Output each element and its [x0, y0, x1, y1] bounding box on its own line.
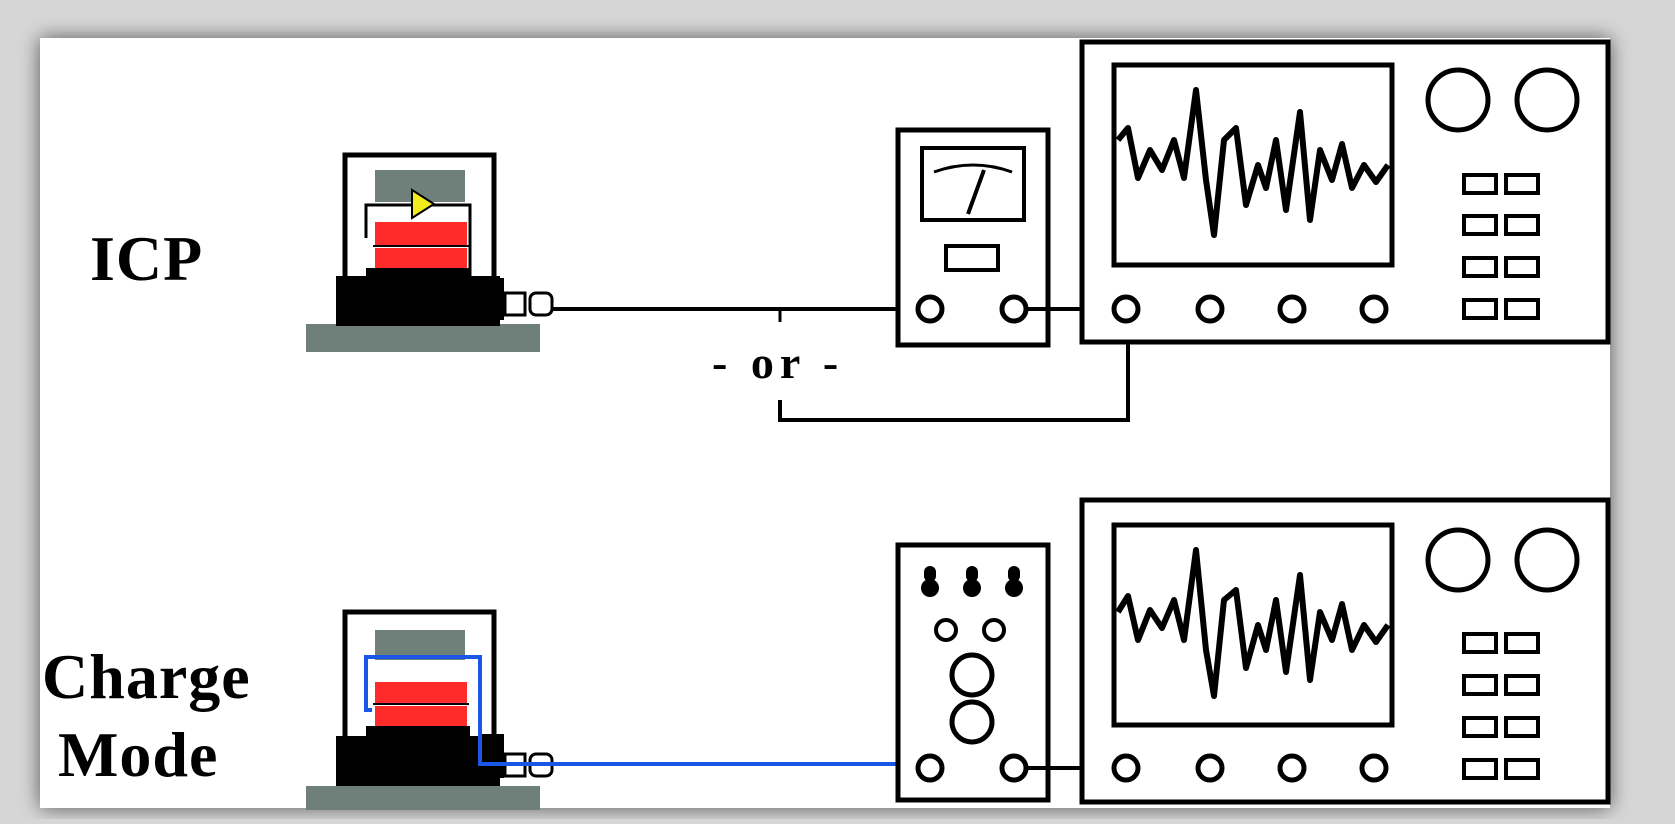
scope-jack-2	[1195, 294, 1225, 324]
charge-connector-block	[482, 734, 504, 778]
scope-jack-4	[1359, 294, 1389, 324]
charge-amp-knob-large-1	[949, 652, 995, 698]
charge-sensor-crystal-top	[375, 682, 467, 704]
scope-jack-4	[1359, 753, 1389, 783]
scope-button-grid	[1462, 632, 1540, 780]
charge-amp-knob-small-1	[934, 618, 958, 642]
oscilloscope-bottom	[1079, 497, 1611, 805]
icp-amplifier-triangle	[411, 188, 436, 220]
scope-button-grid	[1462, 173, 1540, 320]
scope-jack-2	[1195, 753, 1225, 783]
icp-internal-circuit	[364, 203, 498, 304]
oscilloscope-top	[1079, 39, 1611, 345]
scope-input-jack	[1111, 294, 1141, 324]
scope-jack-3	[1277, 753, 1307, 783]
charge-amp-output-jack	[999, 753, 1029, 783]
scope-knob-2	[1514, 527, 1580, 593]
scope-knob-1	[1425, 67, 1491, 133]
charge-amp-knob-small-2	[982, 618, 1006, 642]
icp-label: ICP	[90, 223, 204, 294]
meter-needle	[966, 169, 986, 215]
oscilloscope-screen	[1111, 522, 1395, 728]
conditioner-input-jack	[915, 294, 945, 324]
charge-sensor-base	[306, 786, 540, 810]
charge-sensor-housing	[336, 736, 500, 786]
scope-jack-3	[1277, 294, 1307, 324]
icp-sensor	[306, 152, 554, 352]
charge-label: Charge	[42, 641, 251, 712]
charge-amp-input-jack	[915, 753, 945, 783]
scope-input-jack	[1111, 753, 1141, 783]
or-label: - or -	[712, 337, 845, 388]
meter-scale	[933, 163, 1013, 174]
icp-sensor-crystal-top	[375, 222, 467, 246]
charge-blue-loop	[364, 655, 920, 766]
icp-connector-nut-2	[528, 291, 554, 317]
mode-label: Mode	[58, 719, 219, 790]
scope-knob-2	[1514, 67, 1580, 133]
or-bypass-cable	[778, 309, 1130, 422]
charge-amplifier	[895, 542, 1051, 803]
scope-knob-1	[1425, 527, 1491, 593]
charge-sensor-crystal-bottom	[375, 706, 467, 728]
icp-sensor-housing-top	[366, 268, 470, 280]
charge-amp-switches	[921, 566, 1023, 597]
waveform-trace	[1115, 547, 1391, 699]
icp-sensor-base	[306, 324, 540, 352]
charge-sensor	[306, 609, 920, 810]
icp-connector-block	[482, 278, 504, 320]
signal-conditioner	[895, 127, 1051, 348]
charge-sensor-housing-top	[366, 726, 470, 738]
meter-window	[920, 146, 1026, 222]
conditioner-output-jack	[999, 294, 1029, 324]
meter-display	[944, 244, 1000, 272]
icp-connector-nut-1	[503, 291, 527, 317]
icp-sensor-crystal-bottom	[375, 248, 467, 270]
charge-amp-knob-large-2	[949, 699, 995, 745]
waveform-trace	[1115, 87, 1391, 238]
